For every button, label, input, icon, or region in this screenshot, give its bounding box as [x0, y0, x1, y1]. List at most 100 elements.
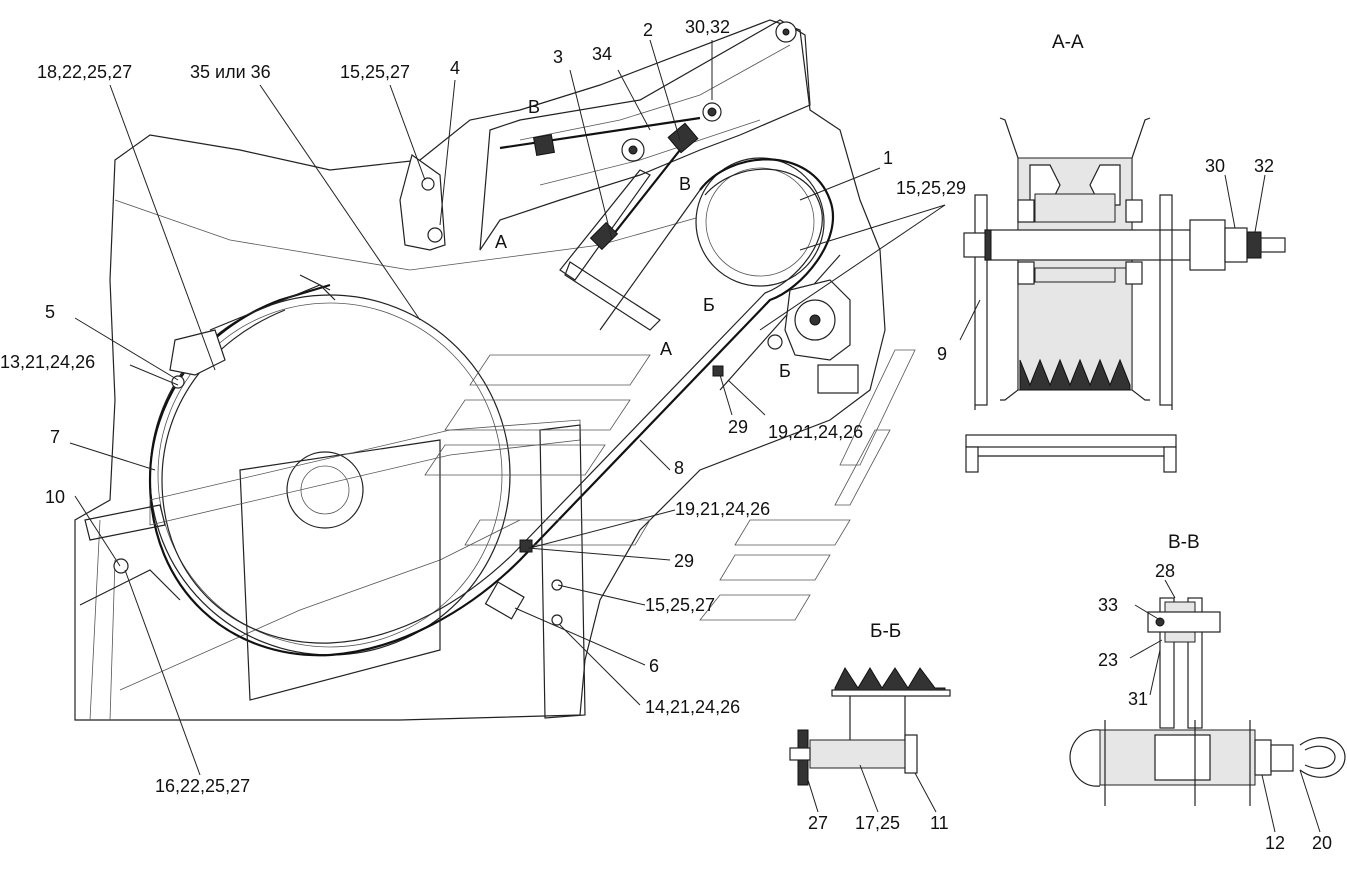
- bolt-16: [113, 558, 129, 574]
- idler-pulley-inner: [705, 167, 815, 277]
- bearing-aa-top-left: [1017, 199, 1035, 223]
- callout-12: 12: [1265, 833, 1285, 853]
- sliding-stripes: [424, 349, 916, 621]
- motor-pulley-inner: [809, 314, 821, 326]
- drive-belt: [148, 158, 834, 657]
- callout-33: 33: [1098, 595, 1118, 615]
- pulley-bb-teeth: [834, 666, 946, 693]
- bearing-aa-bot-right: [1125, 261, 1143, 285]
- callout-27: 27: [808, 813, 828, 833]
- spring-rod: [589, 221, 619, 251]
- belt-return-strand: [599, 189, 841, 391]
- callout-15-25-27-bottom: 15,25,27: [645, 595, 715, 615]
- callout-6: 6: [649, 656, 659, 676]
- section-aa-view: [963, 117, 1286, 473]
- vertical-post: [539, 424, 586, 719]
- bracket-plate-9: [974, 194, 988, 406]
- callout-15-25-29: 15,25,29: [896, 178, 966, 198]
- adjusting-rod-upper: [499, 116, 701, 150]
- callout-17-25: 17,25: [855, 813, 900, 833]
- callout-10: 10: [45, 487, 65, 507]
- callout-18-22-25-27: 18,22,25,27: [37, 62, 132, 82]
- pulley-bb-rim: [831, 689, 951, 697]
- spring-upper-left: [532, 133, 556, 157]
- pivot-left-inner: [628, 145, 638, 155]
- housing-outline: [74, 19, 886, 721]
- shaft-aa: [984, 229, 1191, 261]
- callout-23: 23: [1098, 650, 1118, 670]
- spring-upper-right: [667, 122, 699, 154]
- bolt-bb-11: [904, 734, 918, 774]
- bolt-head-aa: [963, 232, 987, 258]
- pivot-bolt-top-inner: [782, 28, 790, 36]
- shaft-vv-end: [1069, 729, 1101, 787]
- callout-7: 7: [50, 427, 60, 447]
- section-bb-view: [789, 666, 951, 786]
- callout-19-21-24-26-a: 19,21,24,26: [768, 422, 863, 442]
- callout-14-21-24-26: 14,21,24,26: [645, 697, 740, 717]
- frame-lower-aa: [974, 405, 1173, 410]
- housing-lower-edge: [119, 519, 521, 691]
- tension-rod: [604, 149, 681, 246]
- callout-15-25-27-top: 15,25,27: [340, 62, 410, 82]
- tension-lever-3: [559, 169, 651, 281]
- callout-19-21-24-26-b: 19,21,24,26: [675, 499, 770, 519]
- section-label-aa: А-А: [1052, 32, 1084, 53]
- hub-nut-aa: [1189, 219, 1226, 271]
- callout-32: 32: [1254, 156, 1274, 176]
- housing-inner-line: [114, 199, 761, 271]
- channel-aa-2: [965, 446, 979, 473]
- callout-4: 4: [450, 58, 460, 78]
- upper-bracket-inner: [519, 44, 791, 186]
- callout-35-36: 35 или 36: [190, 62, 271, 82]
- view-mark-b-low: Б: [779, 361, 791, 381]
- callout-5: 5: [45, 302, 55, 322]
- channel-aa: [965, 434, 1177, 448]
- spacer-aa-low: [1034, 267, 1116, 283]
- pivot-nut-inner: [707, 107, 717, 117]
- motor-bracket: [817, 364, 859, 394]
- bolt-15-bottom-a: [551, 579, 563, 591]
- nut-30-aa: [1224, 227, 1248, 263]
- callout-34: 34: [592, 44, 612, 64]
- washer-b: [767, 334, 783, 350]
- callout-29-a: 29: [728, 417, 748, 437]
- callout-31: 31: [1128, 689, 1148, 709]
- bracket-16: [79, 569, 181, 606]
- idler-pulley: [695, 157, 825, 287]
- view-mark-v-mid: В: [679, 174, 691, 194]
- callout-8: 8: [674, 458, 684, 478]
- view-mark-b-top: Б: [703, 295, 715, 315]
- hub-vv: [1154, 734, 1211, 781]
- section-vv-view: [1069, 597, 1346, 806]
- callout-9: 9: [937, 344, 947, 364]
- pin-vv: [1147, 611, 1221, 633]
- driven-pulley-hub: [286, 451, 364, 529]
- bracket-10: [84, 504, 166, 541]
- housing-side: [89, 519, 116, 721]
- bearing-aa-bot-left: [1017, 261, 1035, 285]
- view-marks: В В А А Б Б: [495, 97, 791, 381]
- pulley-aa-groove-teeth: [1019, 358, 1131, 391]
- callout-13-21-24-26: 13,21,24,26: [0, 352, 95, 372]
- channel-aa-3: [1163, 446, 1177, 473]
- view-mark-a-arrow: А: [495, 232, 507, 252]
- cotter-pin-20: [1299, 737, 1346, 778]
- pulley-bb-web: [849, 696, 906, 740]
- callout-11: 11: [930, 813, 949, 833]
- lever-arm-a: [564, 261, 661, 331]
- pin-hole-vv: [1155, 617, 1165, 627]
- clamp-arm: [209, 274, 336, 331]
- shaft-end-aa: [1260, 237, 1286, 253]
- callout-20: 20: [1312, 833, 1332, 853]
- gearbox-housing: [239, 439, 441, 701]
- clip-29: [519, 539, 533, 553]
- callout-1: 1: [883, 148, 893, 168]
- stud-bb: [789, 747, 811, 761]
- bracket-bolt-b: [427, 227, 443, 243]
- spacer-aa: [1034, 193, 1116, 223]
- bracket-6: [484, 581, 525, 620]
- clip-29-top: [712, 365, 724, 377]
- callout-3: 3: [553, 47, 563, 67]
